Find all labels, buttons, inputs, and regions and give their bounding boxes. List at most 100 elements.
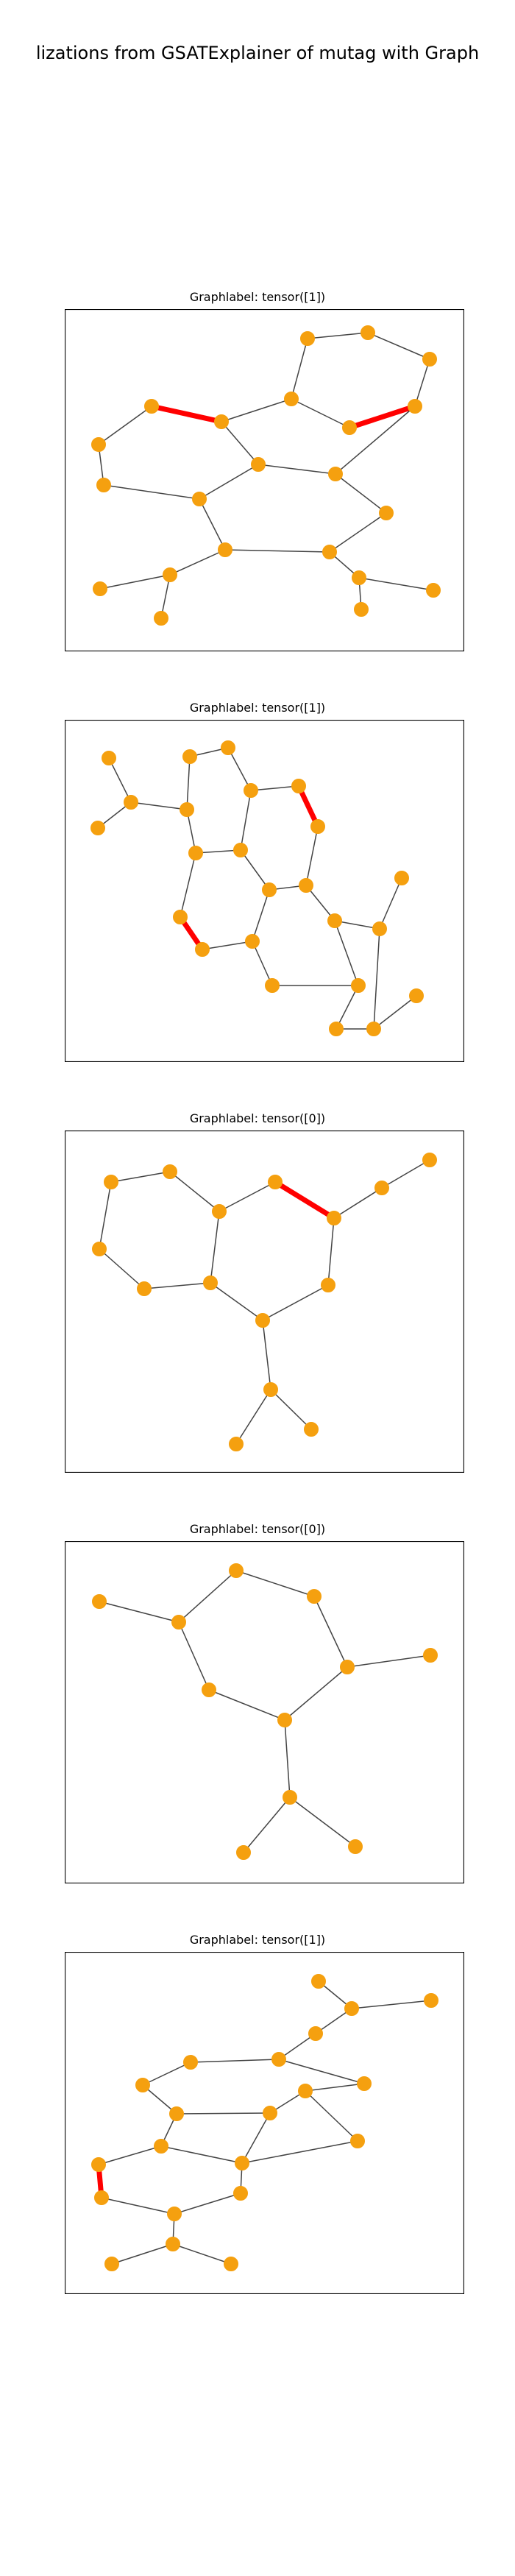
graph-edge	[199, 464, 259, 500]
graph-node	[311, 1974, 326, 1989]
graph-node	[327, 913, 342, 928]
graph-edge	[219, 1181, 276, 1212]
graph-node	[372, 921, 387, 936]
graph-node	[291, 779, 306, 793]
graph-node	[424, 1993, 438, 2008]
graph-edge	[278, 2059, 365, 2084]
graph-edge	[367, 332, 430, 360]
graph-node	[163, 567, 177, 582]
panel-title: Graphlabel: tensor([1])	[189, 290, 326, 304]
graph-node	[104, 1175, 118, 1189]
graph-edge	[103, 484, 200, 500]
graph-edge	[199, 498, 226, 551]
graph-node	[229, 1437, 244, 1451]
graph-edge	[243, 1797, 291, 1853]
graph-edge	[347, 1655, 431, 1668]
graph-node	[229, 1563, 244, 1578]
panel-title: Graphlabel: tensor([1])	[189, 1933, 326, 1947]
graph-node	[304, 1422, 319, 1437]
graph-node	[91, 2157, 106, 2172]
graph-edge	[329, 512, 387, 553]
highlighted-edge	[149, 403, 224, 425]
graph-node	[263, 1382, 278, 1397]
graph-node	[218, 542, 232, 557]
graph-edge	[176, 2112, 271, 2115]
graph-node	[299, 878, 313, 893]
panel-frame	[65, 1541, 464, 1883]
graph-node	[308, 2026, 323, 2041]
graph-edge	[108, 757, 132, 803]
graph-edge	[305, 885, 335, 921]
graph-node	[182, 749, 197, 764]
graph-node	[426, 583, 441, 598]
graph-edge	[262, 1284, 329, 1321]
graph-edge	[169, 549, 226, 576]
graph-node	[124, 795, 138, 810]
graph-node	[166, 2237, 180, 2251]
graph-edge	[291, 398, 350, 428]
graph-edge	[262, 1320, 271, 1390]
graph-node	[221, 740, 235, 755]
graph-panel	[65, 1541, 464, 1883]
panel-frame	[65, 309, 464, 651]
graph-node	[284, 392, 299, 406]
graph-node	[265, 978, 280, 993]
graph-node	[357, 2076, 372, 2091]
graph-edge	[414, 358, 430, 407]
graph-edge	[111, 2243, 174, 2265]
panel-title: Graphlabel: tensor([0])	[189, 1522, 326, 1536]
graph-node	[366, 1022, 381, 1036]
graph-node	[342, 420, 357, 435]
graph-edge	[335, 985, 359, 1030]
graph-edge	[373, 928, 380, 1030]
graph-node	[327, 1211, 341, 1225]
graph-edge	[208, 1689, 285, 1721]
graph-edge	[142, 2084, 177, 2115]
graph-edge	[334, 920, 380, 930]
graph-edge	[142, 2062, 191, 2086]
graph-node	[350, 2134, 365, 2148]
graph-node	[91, 437, 106, 452]
graph-edge	[169, 1171, 220, 1212]
graph-panel	[65, 1952, 464, 2294]
graph-edge	[291, 338, 308, 400]
graph-node	[195, 942, 210, 957]
graph-edge	[99, 574, 171, 590]
graph-node	[310, 819, 325, 834]
graph-edge	[313, 1596, 348, 1668]
graph-edge	[373, 995, 417, 1030]
graph-node	[212, 1204, 227, 1219]
graph-node	[171, 1615, 186, 1630]
graph-edge	[143, 1282, 211, 1289]
graph-edge	[335, 473, 387, 514]
graph-node	[135, 2078, 150, 2092]
graph-node	[262, 882, 277, 897]
panel-frame	[65, 1130, 464, 1473]
graph-edge	[379, 877, 402, 930]
graph-node	[322, 545, 337, 559]
graph-panel	[65, 1130, 464, 1473]
graph-edge	[258, 464, 336, 475]
panel-title: Graphlabel: tensor([0])	[189, 1111, 326, 1125]
graph-node	[154, 2139, 168, 2154]
graph-edge	[284, 1719, 291, 1798]
graph-node	[423, 1648, 438, 1663]
graph-panel	[65, 309, 464, 651]
graph-edge	[186, 809, 196, 854]
graph-edge	[270, 1389, 312, 1430]
graph-node	[224, 2257, 238, 2271]
graph-node	[180, 802, 194, 817]
graph-edge	[240, 849, 270, 891]
graph-node	[163, 1164, 177, 1179]
graph-edge	[252, 889, 270, 942]
graph-edge	[335, 406, 416, 475]
graph-node	[245, 934, 260, 949]
graph-edge	[358, 577, 434, 591]
graph-node	[422, 1153, 437, 1167]
graph-edge	[235, 1389, 271, 1445]
graph-edge	[186, 756, 191, 810]
graph-node	[348, 1839, 363, 1854]
graph-edge	[305, 2090, 358, 2142]
graph-node	[203, 1275, 218, 1290]
graph-node	[394, 871, 409, 885]
